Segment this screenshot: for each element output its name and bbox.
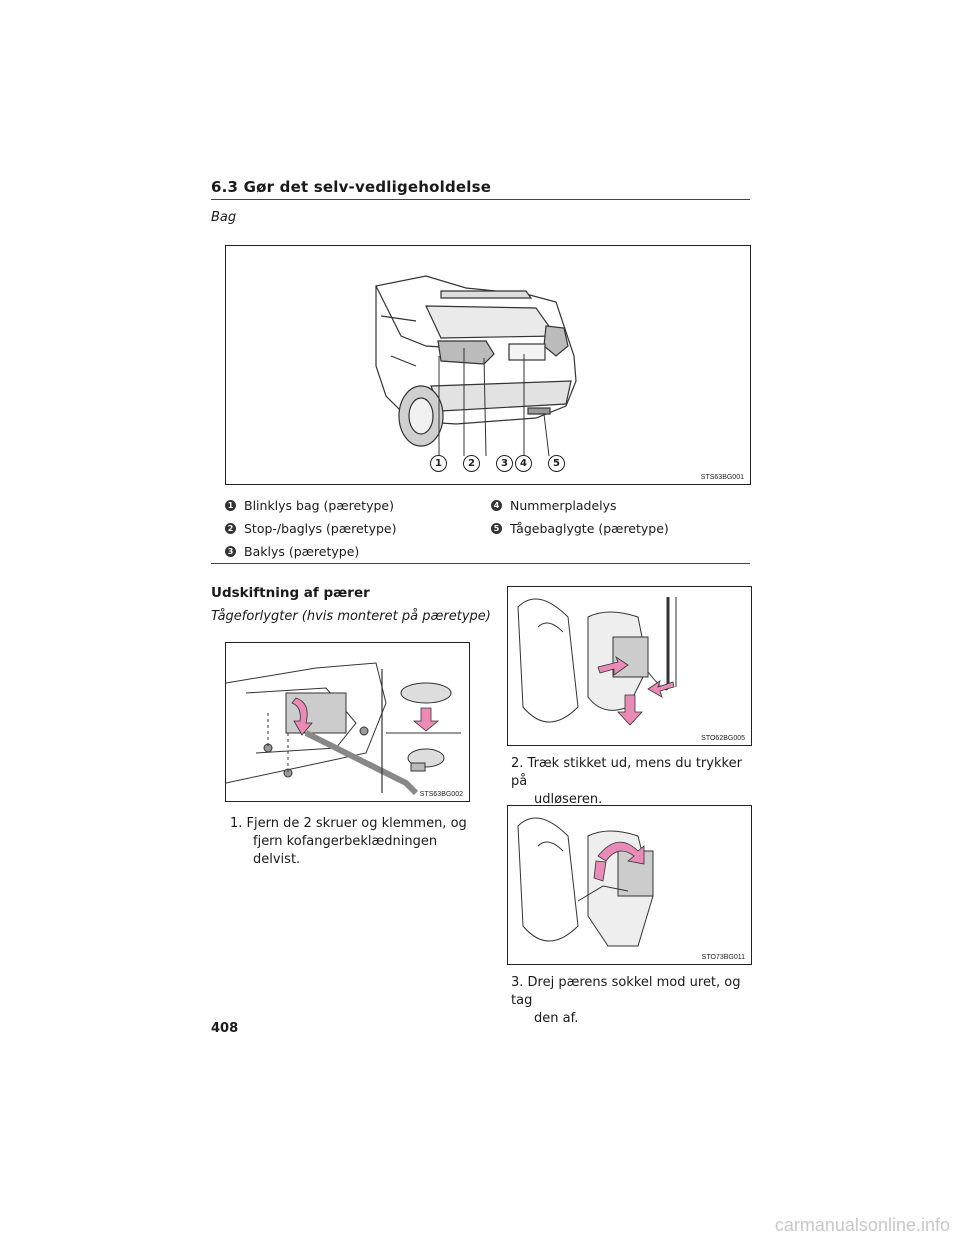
callout-group-left: 1 2 3 — [430, 455, 521, 472]
cover-removal-illustration — [226, 662, 461, 796]
figure-code: STS63BG002 — [419, 791, 463, 798]
step-text-line2: udløseren. — [534, 792, 603, 807]
callout-1: 1 — [430, 455, 447, 472]
step-number: 3. — [511, 975, 524, 990]
rear-lights-figure: 1 2 3 4 5 STS63BG001 — [225, 245, 751, 485]
figure-code: STS63BG001 — [700, 474, 744, 481]
subsection-rear-label: Bag — [211, 210, 237, 225]
page-number: 408 — [211, 1021, 239, 1036]
rear-car-illustration — [375, 275, 577, 457]
socket-figure: STO73BG011 — [507, 805, 752, 965]
step-text-line1: Drej pærens sokkel mod uret, og tag — [511, 975, 741, 1008]
step-number: 1. — [230, 816, 243, 831]
watermark-text: carmanualsonline.info — [774, 1215, 950, 1235]
callout-5: 5 — [548, 455, 565, 472]
figure-code: STO73BG011 — [701, 954, 745, 961]
step-text-line2: den af. — [534, 1011, 579, 1026]
legend-item: 3 Baklys (pæretype) — [225, 540, 485, 563]
legend-number: 3 — [225, 546, 236, 557]
step-number: 2. — [511, 756, 524, 771]
fog-light-subheading: Tågeforlygter (hvis monteret på pæretype… — [211, 609, 491, 624]
legend-left: 1 Blinklys bag (pæretype) 2 Stop-/baglys… — [225, 494, 485, 563]
step-text-line1: Fjern de 2 skruer og klemmen, og — [246, 816, 467, 831]
step-2: 2. Træk stikket ud, mens du trykker på u… — [511, 755, 756, 809]
legend-number: 1 — [225, 500, 236, 511]
header-divider — [211, 199, 750, 200]
callout-group-right: 4 5 — [515, 455, 573, 472]
legend-label: Stop-/baglys (pæretype) — [244, 521, 397, 536]
cover-removal-figure: STS63BG002 — [225, 642, 470, 802]
connector-illustration — [517, 597, 677, 726]
legend-label: Tågebaglygte (pæretype) — [510, 521, 669, 536]
legend-label: Nummerpladelys — [510, 498, 617, 513]
callout-3: 3 — [496, 455, 513, 472]
legend-number: 5 — [491, 523, 502, 534]
legend-item: 2 Stop-/baglys (pæretype) — [225, 517, 485, 540]
legend-item: 1 Blinklys bag (pæretype) — [225, 494, 485, 517]
legend-label: Blinklys bag (pæretype) — [244, 498, 394, 513]
figure-code: STO62BG005 — [701, 735, 745, 742]
step-text-line2: fjern kofangerbeklædningen delvist. — [253, 834, 438, 867]
legend-number: 2 — [225, 523, 236, 534]
legend-label: Baklys (pæretype) — [244, 544, 360, 559]
step-3: 3. Drej pærens sokkel mod uret, og tag d… — [511, 974, 756, 1028]
connector-figure: STO62BG005 — [507, 586, 752, 746]
step-1: 1. Fjern de 2 skruer og klemmen, og fjer… — [230, 815, 480, 869]
legend-divider — [211, 563, 750, 564]
callout-2: 2 — [463, 455, 480, 472]
section-title: 6.3 Gør det selv-vedligeholdelse — [211, 178, 492, 196]
socket-illustration — [517, 817, 654, 947]
step-text-line1: Træk stikket ud, mens du trykker på — [511, 756, 742, 789]
legend-item: 4 Nummerpladelys — [491, 494, 751, 517]
legend-item: 5 Tågebaglygte (pæretype) — [491, 517, 751, 540]
section-heading: Udskiftning af pærer — [211, 585, 370, 601]
legend-number: 4 — [491, 500, 502, 511]
callout-4: 4 — [515, 455, 532, 472]
legend-right: 4 Nummerpladelys 5 Tågebaglygte (pæretyp… — [491, 494, 751, 540]
